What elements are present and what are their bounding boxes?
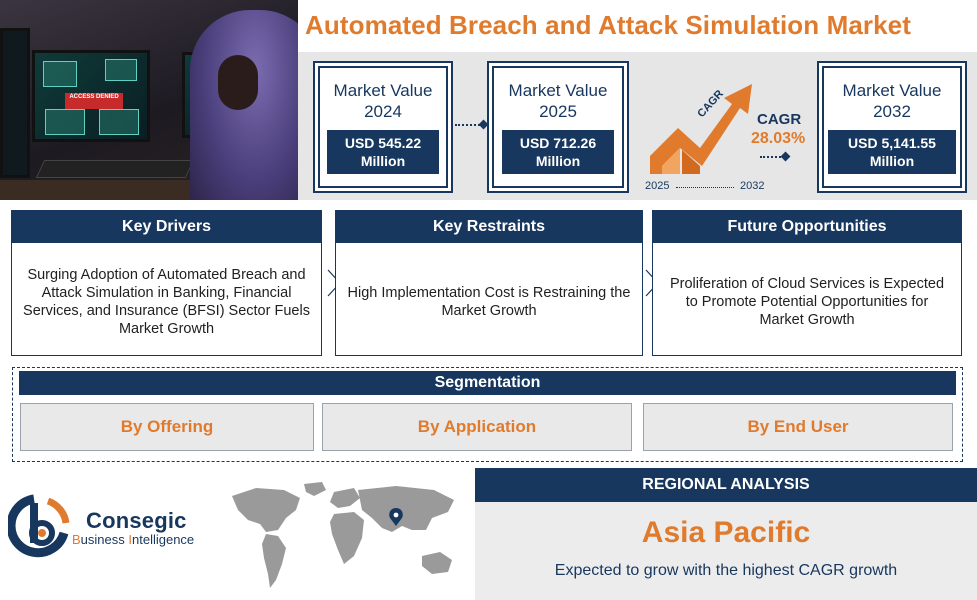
- keyboard: [35, 160, 195, 178]
- segmentation-header: Segmentation: [19, 371, 956, 395]
- cagr-value: 28.03%: [751, 130, 806, 147]
- card-label-year: 2025: [539, 102, 577, 121]
- logo-tagline-i: I: [128, 532, 132, 547]
- logo-tagline: Business Intelligence: [72, 532, 194, 547]
- future-opportunities-header: Future Opportunities: [653, 211, 961, 243]
- value-unit: Million: [535, 153, 581, 169]
- logo-name: Consegic: [86, 508, 187, 533]
- card-label-year: 2024: [364, 102, 402, 121]
- world-map-icon: [232, 482, 454, 588]
- future-opportunities-box: Future Opportunities Proliferation of Cl…: [652, 210, 962, 356]
- cagr-connector-line: [760, 156, 784, 158]
- card-label-line1: Market Value: [508, 81, 608, 100]
- segment-by-offering: By Offering: [20, 403, 314, 451]
- cagr-label: CAGR: [757, 111, 802, 128]
- main-monitor: ACCESS DENIED: [32, 50, 150, 142]
- access-denied-banner: ACCESS DENIED: [65, 93, 123, 109]
- segment-by-end-user: By End User: [643, 403, 953, 451]
- logo-tagline-b: B: [72, 532, 81, 547]
- segment-by-application: By Application: [322, 403, 632, 451]
- regional-description: Expected to grow with the highest CAGR g…: [554, 562, 898, 579]
- hero-image: ACCESS DENIED: [0, 0, 298, 200]
- key-restraints-header: Key Restraints: [336, 211, 642, 243]
- value-amount: USD 712.26: [519, 135, 597, 151]
- consegic-logo-icon: [8, 494, 70, 558]
- key-restraints-box: Key Restraints High Implementation Cost …: [335, 210, 643, 356]
- card-label-line1: Market Value: [842, 81, 942, 100]
- value-unit: Million: [360, 153, 406, 169]
- segmentation-section: [12, 367, 963, 462]
- year-connector-line: [676, 187, 734, 188]
- logo-tagline-business: usiness: [80, 532, 129, 547]
- logo-tagline-intelligence: ntelligence: [132, 532, 195, 547]
- card-label-line1: Market Value: [333, 81, 433, 100]
- key-drivers-header: Key Drivers: [12, 211, 321, 243]
- regional-analysis-header: REGIONAL ANALYSIS: [475, 468, 977, 502]
- page-title: Automated Breach and Attack Simulation M…: [305, 10, 911, 40]
- regional-analysis-panel: [475, 502, 977, 600]
- key-drivers-box: Key Drivers Surging Adoption of Automate…: [11, 210, 322, 356]
- connector-line: [455, 124, 483, 126]
- cagr-end-year: 2032: [740, 180, 765, 192]
- regional-region-name: Asia Pacific: [641, 516, 811, 549]
- value-unit: Million: [869, 153, 915, 169]
- cagr-start-year: 2025: [645, 180, 670, 192]
- card-label-year: 2032: [873, 102, 911, 121]
- key-drivers-text: Surging Adoption of Automated Breach and…: [23, 267, 310, 337]
- cagr-arrow-label: CAGR: [695, 88, 726, 120]
- value-amount: USD 5,141.55: [848, 135, 936, 151]
- growth-arrow-icon: CAGR: [650, 84, 752, 174]
- value-amount: USD 545.22: [344, 135, 422, 151]
- future-opportunities-text: Proliferation of Cloud Services is Expec…: [669, 276, 945, 328]
- side-monitor: [0, 28, 30, 178]
- hood-face: [218, 55, 258, 110]
- key-restraints-text: High Implementation Cost is Restraining …: [347, 285, 631, 319]
